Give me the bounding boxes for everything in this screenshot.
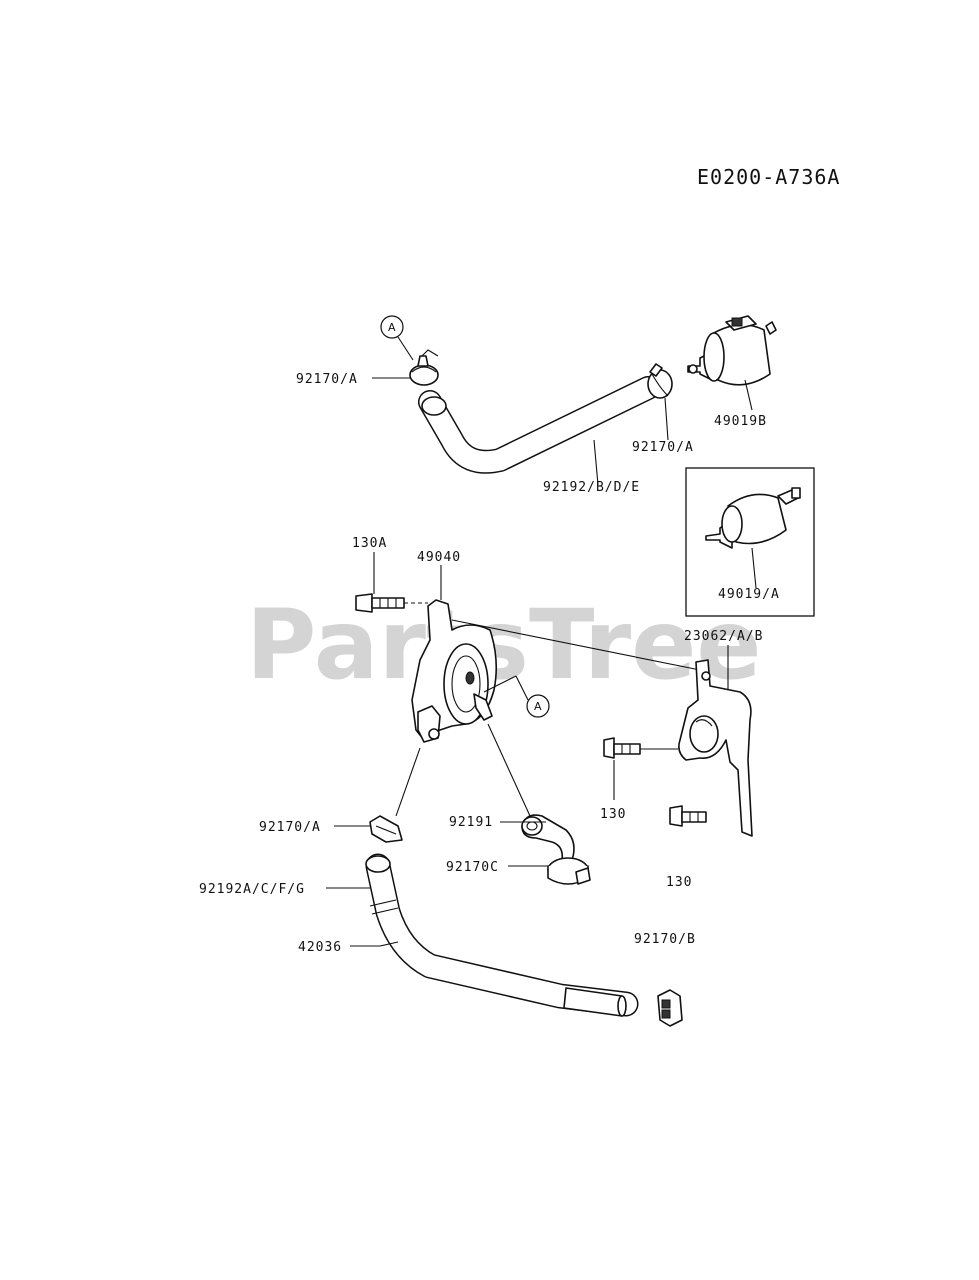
fuel-filter	[687, 315, 777, 386]
fuel-hose-top	[418, 376, 660, 474]
hose-clamp-top-left	[409, 349, 439, 386]
label-hose-bottom: 92192A/C/F/G	[199, 882, 305, 897]
label-clamp-b: 92170/B	[634, 932, 696, 947]
fuel-hose-bottom	[365, 853, 639, 1017]
label-bolt-130a: 130A	[352, 536, 387, 551]
bolt-130-upper	[603, 737, 641, 759]
hose-clamp-top-right	[647, 363, 673, 399]
label-hose-sleeve: 42036	[298, 940, 342, 955]
label-clamp-left: 92170/A	[259, 820, 321, 835]
hose-clamp-c	[547, 857, 591, 885]
diagram-code: E0200-A736A	[697, 165, 840, 189]
watermark-text: PartsTree	[246, 589, 761, 701]
label-clamp-top-left: 92170/A	[296, 372, 358, 387]
label-bolt-130-lower: 130	[666, 875, 692, 890]
callout-a-pump: A	[483, 675, 550, 718]
mounting-bracket	[678, 659, 753, 837]
hose-sleeve	[563, 987, 627, 1017]
label-bracket: 23062/A/B	[684, 629, 763, 644]
fuel-pump	[411, 599, 498, 743]
label-hose-small: 92191	[449, 815, 493, 830]
callout-a-top-letter: A	[388, 321, 396, 334]
hose-clamp-left	[369, 815, 403, 843]
fuel-filter-alt-box	[685, 467, 815, 617]
label-clamp-top-right: 92170/A	[632, 440, 694, 455]
hose-clamp-b	[657, 989, 683, 1027]
bolt-130-lower	[669, 805, 707, 827]
label-clamp-c: 92170C	[446, 860, 499, 875]
label-bolt-130-upper: 130	[600, 807, 626, 822]
label-fuel-filter: 49019B	[714, 414, 767, 429]
bolt-130a	[355, 593, 405, 613]
label-hose-top: 92192/B/D/E	[543, 480, 640, 495]
label-fuel-pump: 49040	[417, 550, 461, 565]
label-fuel-filter-alt: 49019/A	[718, 587, 780, 602]
callout-a-top: A	[380, 315, 414, 361]
callout-a-pump-letter: A	[534, 700, 542, 713]
